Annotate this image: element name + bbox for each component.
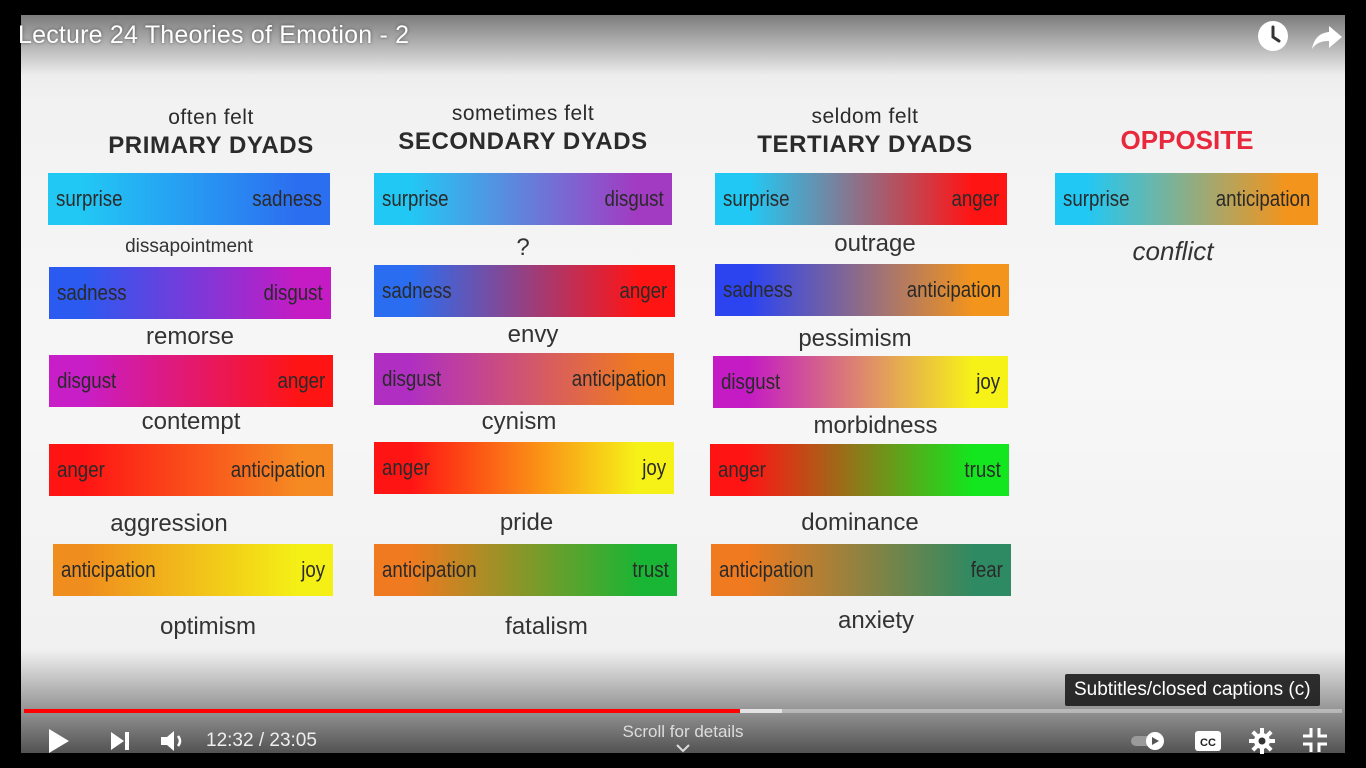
next-icon[interactable] bbox=[108, 729, 132, 758]
dyad-result: envy bbox=[507, 321, 559, 348]
svg-text:CC: CC bbox=[1200, 737, 1216, 749]
emotion-left: surprise bbox=[382, 186, 449, 211]
emotion-right: disgust bbox=[604, 186, 664, 211]
emotion-gradient-bar: surprise anticipation bbox=[1055, 173, 1318, 225]
emotion-left: surprise bbox=[56, 186, 123, 211]
dyad-result: aggression bbox=[110, 510, 228, 537]
share-arrow-icon[interactable] bbox=[1309, 18, 1345, 54]
scroll-hint-label: Scroll for details bbox=[622, 722, 744, 741]
emotion-left: anticipation bbox=[382, 557, 477, 582]
emotion-right: anticipation bbox=[571, 366, 666, 391]
emotion-right: anger bbox=[277, 368, 325, 393]
dyad-result: morbidness bbox=[813, 412, 938, 439]
dyad-type-label: SECONDARY DYADS bbox=[398, 128, 648, 155]
frequency-label: seldom felt bbox=[811, 105, 919, 128]
emotion-left: surprise bbox=[723, 186, 790, 211]
play-icon[interactable] bbox=[46, 727, 72, 760]
dyad-type-label: PRIMARY DYADS bbox=[108, 132, 314, 159]
emotion-left: disgust bbox=[721, 369, 781, 394]
emotion-gradient-bar: sadness anger bbox=[374, 265, 675, 317]
emotion-right: anticipation bbox=[230, 457, 325, 482]
emotion-gradient-bar: anticipation fear bbox=[711, 544, 1011, 596]
settings-gear-icon[interactable] bbox=[1248, 727, 1276, 760]
emotion-gradient-bar: disgust anticipation bbox=[374, 353, 674, 405]
emotion-gradient-bar: sadness disgust bbox=[49, 267, 331, 319]
emotion-right: joy bbox=[976, 369, 1000, 394]
emotion-gradient-bar: anger joy bbox=[374, 442, 674, 494]
emotion-gradient-bar: anger trust bbox=[710, 444, 1009, 496]
dyad-result: dissapointment bbox=[125, 236, 253, 257]
emotion-left: disgust bbox=[382, 366, 442, 391]
emotion-left: anticipation bbox=[61, 557, 156, 582]
dyad-result: pessimism bbox=[798, 325, 912, 352]
dyad-result: anxiety bbox=[837, 607, 915, 634]
emotion-gradient-bar: sadness anticipation bbox=[715, 264, 1009, 316]
dyad-result: contempt bbox=[141, 408, 241, 435]
captions-icon[interactable]: CC bbox=[1194, 729, 1222, 758]
captions-tooltip: Subtitles/closed captions (c) bbox=[1065, 674, 1320, 706]
emotion-gradient-bar: anticipation joy bbox=[53, 544, 333, 596]
emotion-left: sadness bbox=[57, 280, 127, 305]
progress-played bbox=[24, 709, 740, 713]
autoplay-toggle-icon[interactable] bbox=[1130, 731, 1166, 756]
dyad-result: remorse bbox=[145, 323, 235, 350]
emotion-gradient-bar: disgust anger bbox=[49, 355, 333, 407]
dyad-result: optimism bbox=[159, 613, 256, 640]
frequency-label: often felt bbox=[168, 106, 254, 129]
progress-bar[interactable] bbox=[24, 709, 1342, 713]
dyad-result: outrage bbox=[834, 230, 916, 257]
clock-icon[interactable] bbox=[1255, 18, 1291, 54]
exit-fullscreen-icon[interactable] bbox=[1302, 727, 1328, 758]
emotion-gradient-bar: surprise disgust bbox=[374, 173, 672, 225]
emotion-gradient-bar: surprise sadness bbox=[48, 173, 330, 225]
emotion-right: fear bbox=[970, 557, 1003, 582]
video-title[interactable]: Lecture 24 Theories of Emotion - 2 bbox=[18, 21, 410, 49]
dyad-type-label: TERTIARY DYADS bbox=[757, 131, 973, 158]
time-display: 12:32 / 23:05 bbox=[206, 730, 317, 751]
emotion-gradient-bar: surprise anger bbox=[715, 173, 1007, 225]
emotion-right: anticipation bbox=[1215, 186, 1310, 211]
emotion-left: anger bbox=[57, 457, 105, 482]
emotion-left: anger bbox=[718, 457, 766, 482]
emotion-right: joy bbox=[301, 557, 325, 582]
frequency-label: sometimes felt bbox=[451, 102, 595, 125]
dyad-result: cynism bbox=[481, 408, 557, 435]
chevron-down-icon bbox=[676, 744, 690, 753]
dyad-result: fatalism bbox=[505, 613, 588, 640]
emotion-gradient-bar: disgust joy bbox=[713, 356, 1008, 408]
emotion-left: sadness bbox=[723, 277, 793, 302]
opposite-heading: OPPOSITE bbox=[1120, 125, 1254, 155]
emotion-right: disgust bbox=[263, 280, 323, 305]
dyad-result: pride bbox=[499, 509, 554, 536]
emotion-right: anger bbox=[619, 278, 667, 303]
emotion-right: anger bbox=[951, 186, 999, 211]
emotion-right: trust bbox=[632, 557, 669, 582]
emotion-left: sadness bbox=[382, 278, 452, 303]
dyad-result: conflict bbox=[1132, 236, 1214, 266]
emotion-left: disgust bbox=[57, 368, 117, 393]
dyad-result: ? bbox=[516, 234, 530, 261]
emotion-left: anticipation bbox=[719, 557, 814, 582]
emotion-right: anticipation bbox=[906, 277, 1001, 302]
emotion-right: trust bbox=[964, 457, 1001, 482]
emotion-right: sadness bbox=[252, 186, 322, 211]
emotion-left: anger bbox=[382, 455, 430, 480]
volume-icon[interactable] bbox=[159, 728, 187, 759]
scroll-for-details[interactable]: Scroll for details bbox=[583, 722, 783, 753]
emotion-gradient-bar: anticipation trust bbox=[374, 544, 677, 596]
emotion-right: joy bbox=[642, 455, 666, 480]
dyad-result: dominance bbox=[801, 509, 919, 536]
emotion-gradient-bar: anger anticipation bbox=[49, 444, 333, 496]
emotion-left: surprise bbox=[1063, 186, 1130, 211]
